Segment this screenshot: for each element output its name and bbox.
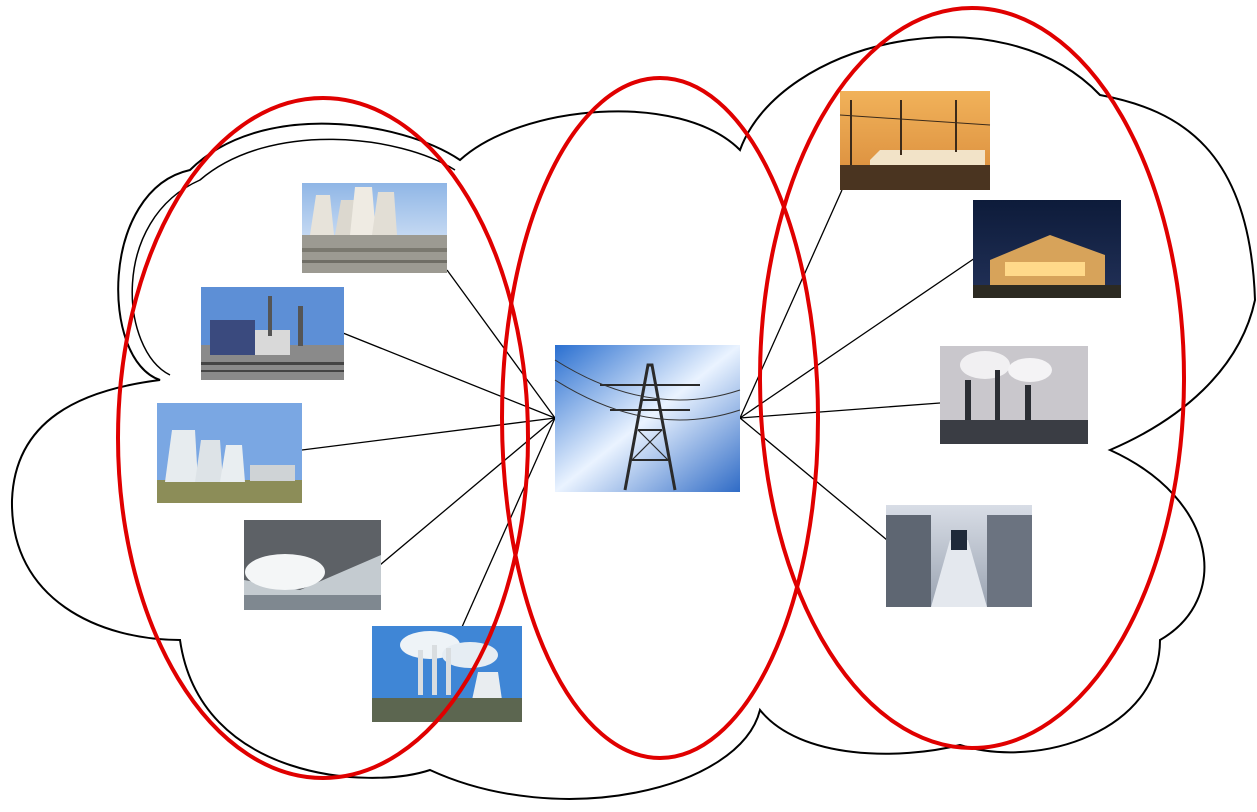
industrial-plant-icon (940, 346, 1088, 444)
cloud-outline-inner (131, 138, 456, 376)
connector-line (739, 257, 976, 419)
connector-line (446, 269, 556, 419)
smokestack-power-plant-icon (372, 626, 522, 722)
electric-train-icon (839, 91, 991, 190)
hydroelectric-dam-icon (244, 520, 381, 610)
transmission-group-outline (500, 76, 820, 760)
connector-line (379, 417, 556, 566)
connector-line (739, 189, 843, 419)
house-at-night-icon (973, 200, 1121, 298)
connector-line (301, 417, 556, 451)
connector-line (342, 332, 556, 419)
cooling-towers-aerial-icon (302, 183, 447, 273)
group-outlines (116, 6, 1186, 780)
connector-line (739, 402, 941, 419)
transmission-tower-icon (554, 345, 741, 492)
generation-group-outline (116, 96, 530, 780)
thermal-power-plant-icon (201, 287, 344, 380)
cloud-outline-large (10, 36, 1257, 800)
consumption-group-outline (758, 6, 1186, 750)
nuclear-cooling-towers-icon (157, 403, 302, 503)
data-center-icon (886, 505, 1032, 607)
